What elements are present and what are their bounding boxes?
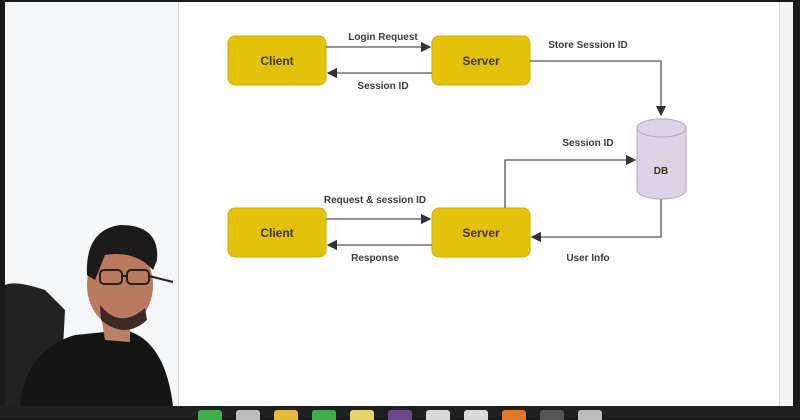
- node-server-top[interactable]: Server: [431, 35, 531, 86]
- node-client-top[interactable]: Client: [227, 35, 327, 86]
- dock-app-icon[interactable]: [464, 410, 488, 420]
- edge-session-id-return-label: Session ID: [357, 81, 408, 92]
- node-server-bottom-label: Server: [462, 226, 500, 240]
- edge-response-label: Response: [351, 253, 399, 264]
- presenter-webcam: [5, 225, 174, 406]
- dock-app-icon[interactable]: [274, 410, 298, 420]
- dock-app-icon[interactable]: [198, 410, 222, 420]
- node-server-top-label: Server: [462, 54, 500, 68]
- edge-store-session-id[interactable]: [530, 60, 667, 117]
- edge-user-info-label: User Info: [566, 253, 609, 264]
- node-client-top-label: Client: [260, 54, 293, 68]
- edge-session-id-lookup[interactable]: [504, 154, 637, 208]
- dock-app-icon[interactable]: [502, 410, 526, 420]
- node-client-bottom[interactable]: Client: [227, 207, 327, 258]
- edge-request-session-id-label: Request & session ID: [324, 195, 426, 206]
- node-db[interactable]: DB: [636, 118, 687, 200]
- dock-app-icon[interactable]: [236, 410, 260, 420]
- edge-user-info[interactable]: [530, 199, 662, 243]
- dock-app-icon[interactable]: [388, 410, 412, 420]
- edge-store-session-id-label: Store Session ID: [548, 40, 627, 51]
- dock-app-icon[interactable]: [578, 410, 602, 420]
- dock-app-icon[interactable]: [426, 410, 450, 420]
- right-panel: [780, 2, 793, 406]
- dock-app-icon[interactable]: [312, 410, 336, 420]
- node-db-label: DB: [654, 166, 668, 177]
- node-client-bottom-label: Client: [260, 226, 293, 240]
- dock-app-icon[interactable]: [540, 410, 564, 420]
- edge-login-request-label: Login Request: [348, 32, 418, 43]
- node-server-bottom[interactable]: Server: [431, 207, 531, 258]
- dock-app-icon[interactable]: [350, 410, 374, 420]
- edge-session-id-lookup-label: Session ID: [562, 138, 613, 149]
